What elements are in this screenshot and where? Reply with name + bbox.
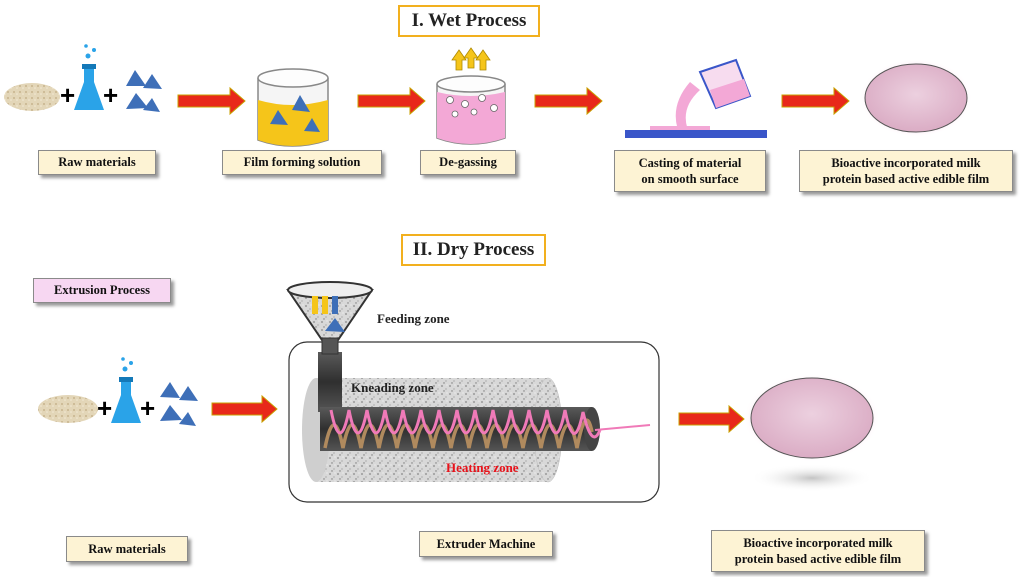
dry-final-film-label: Bioactive incorporated milk protein base… (711, 530, 925, 572)
flask-icon (74, 44, 104, 110)
triangle-crystals-icon (126, 70, 162, 112)
degassing-label: De-gassing (420, 150, 516, 175)
dry-arrow-2 (678, 404, 745, 434)
extruder-machine-label: Extruder Machine (419, 531, 553, 557)
pour-cup-icon (625, 58, 767, 138)
casting-label-line2: on smooth surface (641, 172, 739, 186)
extrusion-process-tag: Extrusion Process (33, 278, 171, 303)
wet-raw-materials-label: Raw materials (38, 150, 156, 175)
hopper-icon (286, 281, 374, 355)
kneading-zone-label: Kneading zone (351, 380, 434, 395)
dry-final-film-line1: Bioactive incorporated milk (743, 535, 893, 550)
feed-column (318, 352, 342, 412)
degassing-beaker-icon (436, 47, 506, 145)
svg-text:+: + (140, 393, 155, 423)
up-arrows-icon (451, 47, 491, 71)
svg-text:+: + (97, 393, 112, 423)
wet-arrow-2 (357, 86, 426, 116)
wet-process-title: I. Wet Process (398, 5, 540, 37)
screw-icon (320, 407, 651, 451)
beaker-icon (257, 68, 329, 147)
film-forming-solution-label: Film forming solution (222, 150, 382, 175)
wet-final-film-label: Bioactive incorporated milk protein base… (799, 150, 1013, 192)
triangle-crystals-icon (160, 382, 198, 426)
wet-arrow-3 (534, 86, 603, 116)
heating-zone-label: Heating zone (446, 460, 519, 475)
feeding-zone-label: Feeding zone (377, 311, 450, 326)
dry-process-title: II. Dry Process (401, 234, 546, 266)
svg-text:+: + (103, 80, 118, 110)
dry-final-film-line2: protein based active edible film (734, 552, 902, 566)
film-disc-icon (744, 374, 880, 492)
powder-pile-icon (4, 83, 60, 111)
wet-final-film-line2: protein based active edible film (822, 172, 990, 186)
wet-raw-materials-icons: + + (4, 44, 162, 112)
casting-label: Casting of material on smooth surface (614, 150, 766, 192)
wet-final-film-line1: Bioactive incorporated milk (831, 155, 981, 170)
wet-arrow-4 (781, 86, 850, 116)
wet-arrow-1 (177, 86, 246, 116)
dry-arrow-1 (211, 394, 278, 424)
svg-text:+: + (60, 80, 75, 110)
flask-icon (111, 357, 141, 423)
powder-pile-icon (38, 395, 98, 423)
dry-raw-materials-icons: + + (38, 357, 198, 426)
casting-label-line1: Casting of material (638, 155, 742, 170)
dry-raw-materials-label: Raw materials (66, 536, 188, 562)
film-disc-icon (860, 59, 972, 137)
